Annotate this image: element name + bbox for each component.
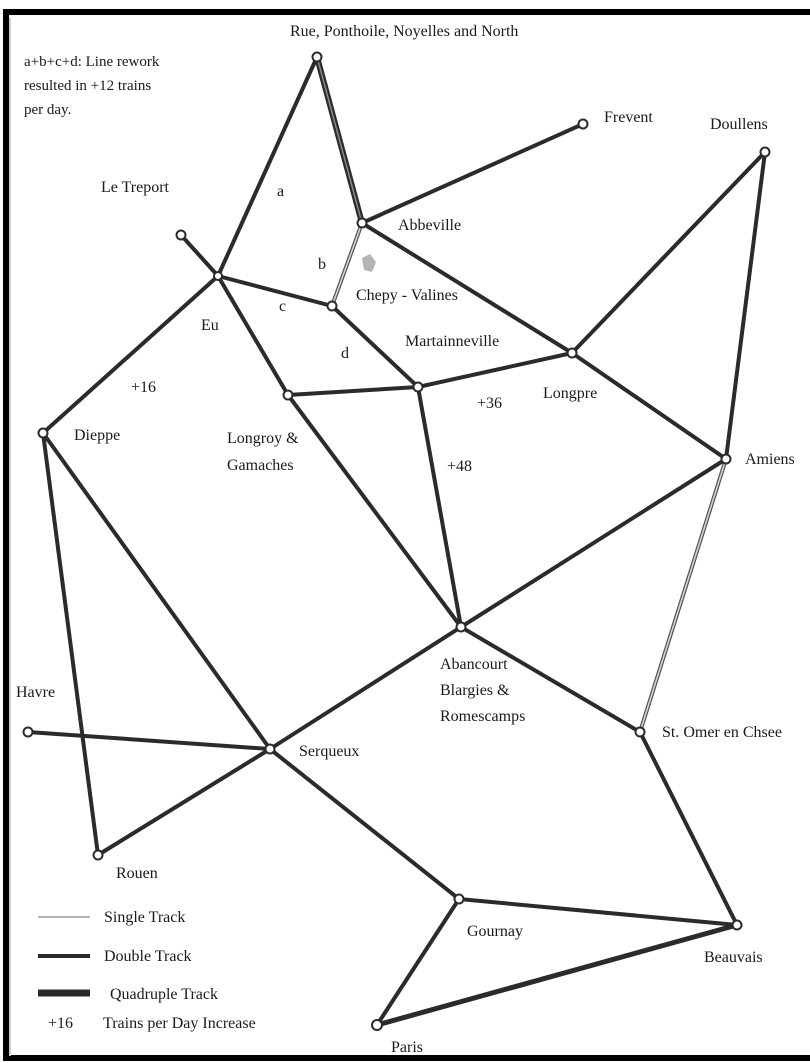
track-rue-abbeville-inner	[316, 56, 363, 224]
node-eu[interactable]	[213, 271, 223, 281]
track-serqueux-gournay	[268, 747, 461, 901]
label-abancourt-3: Romescamps	[440, 708, 525, 725]
node-dieppe[interactable]	[37, 427, 49, 439]
segment-label-a: a	[277, 183, 284, 200]
track-havre-serqueux	[26, 730, 272, 751]
track-abancourt-serqueux	[268, 625, 463, 751]
track-gournay-beauvais	[457, 897, 739, 927]
label-dieppe: Dieppe	[74, 427, 120, 444]
legend-increase-label: Trains per Day Increase	[103, 1015, 256, 1032]
track-abancourt-stomer	[459, 625, 642, 734]
label-frevent: Frevent	[604, 109, 653, 126]
label-doullens: Doullens	[710, 116, 768, 133]
track-doullens-amiens	[724, 150, 767, 461]
increase-martainneville-abancourt: +48	[447, 458, 472, 475]
increase-martainneville-longpre: +36	[477, 395, 502, 412]
label-le-treport: Le Treport	[101, 179, 170, 196]
note-line-3: per day.	[24, 102, 71, 118]
label-rue: Rue, Ponthoile, Noyelles and North	[290, 23, 518, 40]
node-doullens[interactable]	[759, 146, 771, 158]
node-havre[interactable]	[22, 726, 34, 738]
track-eu-longroy	[216, 274, 290, 397]
node-st-omer[interactable]	[634, 726, 646, 738]
track-eu-chepy	[216, 274, 334, 308]
increase-eu-dieppe: +16	[131, 379, 156, 396]
label-rouen: Rouen	[116, 865, 158, 882]
track-longroy-martainneville	[286, 385, 420, 397]
label-abbeville: Abbeville	[398, 217, 461, 234]
track-martainneville-abancourt	[416, 385, 463, 629]
segment-label-d: d	[341, 345, 349, 362]
node-chepy[interactable]	[326, 300, 338, 312]
map-border	[3, 9, 810, 1061]
chepy-marker	[362, 254, 376, 272]
node-abancourt[interactable]	[455, 621, 467, 633]
node-le-treport[interactable]	[175, 229, 187, 241]
legend-quadruple-label: Quadruple Track	[110, 986, 218, 1003]
track-rue-eu	[216, 55, 319, 278]
track-paris-beauvais	[374, 922, 740, 1028]
node-frevent[interactable]	[577, 118, 589, 130]
increase-labels: +16 +36 +48	[131, 379, 502, 475]
label-amiens: Amiens	[745, 451, 795, 468]
label-abancourt-1: Abancourt	[440, 656, 508, 673]
node-martainneville[interactable]	[412, 381, 424, 393]
track-abbeville-chepy-inner	[331, 222, 363, 307]
track-dieppe-rouen	[41, 431, 100, 857]
label-martainneville: Martainneville	[405, 333, 499, 350]
legend-double-label: Double Track	[104, 948, 192, 965]
segment-label-b: b	[318, 256, 326, 273]
node-longpre[interactable]	[566, 347, 578, 359]
node-amiens[interactable]	[720, 453, 732, 465]
track-treport-eu	[179, 233, 220, 278]
track-martainneville-longpre	[416, 351, 574, 389]
label-gournay: Gournay	[467, 923, 523, 940]
track-abbeville-frevent	[360, 122, 585, 225]
track-longpre-amiens	[570, 351, 728, 461]
label-paris: Paris	[391, 1039, 423, 1056]
rework-note: a+b+c+d: Line rework resulted in +12 tra…	[24, 54, 160, 118]
node-serqueux[interactable]	[264, 743, 276, 755]
label-serqueux: Serqueux	[299, 743, 359, 760]
label-longroy-1: Longroy &	[227, 430, 299, 447]
label-havre: Havre	[16, 684, 55, 701]
legend: Single Track Double Track Quadruple Trac…	[38, 909, 256, 1032]
station-nodes	[22, 51, 771, 1031]
node-rouen[interactable]	[92, 849, 104, 861]
label-beauvais: Beauvais	[704, 949, 763, 966]
node-longroy[interactable]	[282, 389, 294, 401]
label-longroy-2: Gamaches	[227, 457, 294, 474]
segment-label-c: c	[279, 298, 286, 315]
node-paris[interactable]	[371, 1019, 383, 1031]
note-line-2: resulted in +12 trains	[24, 78, 151, 94]
node-abbeville[interactable]	[356, 217, 368, 229]
track-longpre-doullens	[570, 150, 767, 355]
label-st-omer: St. Omer en Chsee	[662, 724, 782, 741]
segment-labels: a b c d	[277, 183, 349, 362]
label-eu: Eu	[201, 317, 219, 334]
legend-increase-symbol: +16	[48, 1015, 73, 1032]
track-dieppe-serqueux	[41, 431, 272, 751]
track-abbeville-longpre	[360, 221, 574, 355]
label-abancourt-2: Blargies &	[440, 682, 510, 699]
track-stomer-beauvais	[638, 730, 739, 927]
track-gournay-paris	[375, 897, 461, 1027]
track-rouen-serqueux	[96, 747, 272, 857]
label-chepy: Chepy - Valines	[356, 287, 458, 304]
note-line-1: a+b+c+d: Line rework	[24, 54, 160, 70]
track-eu-dieppe	[41, 274, 220, 435]
track-longroy-abancourt	[286, 393, 463, 629]
track-chepy-martainneville	[330, 304, 420, 389]
node-beauvais[interactable]	[731, 919, 743, 931]
legend-single-label: Single Track	[104, 909, 185, 926]
node-gournay[interactable]	[453, 893, 465, 905]
track-amiens-abancourt	[459, 457, 728, 629]
track-amiens-stomer-inner	[639, 458, 727, 733]
track-network	[26, 54, 767, 1028]
node-rue[interactable]	[311, 51, 323, 63]
label-longpre: Longpre	[543, 385, 597, 402]
station-labels: Rue, Ponthoile, Noyelles and North Freve…	[16, 23, 795, 1056]
